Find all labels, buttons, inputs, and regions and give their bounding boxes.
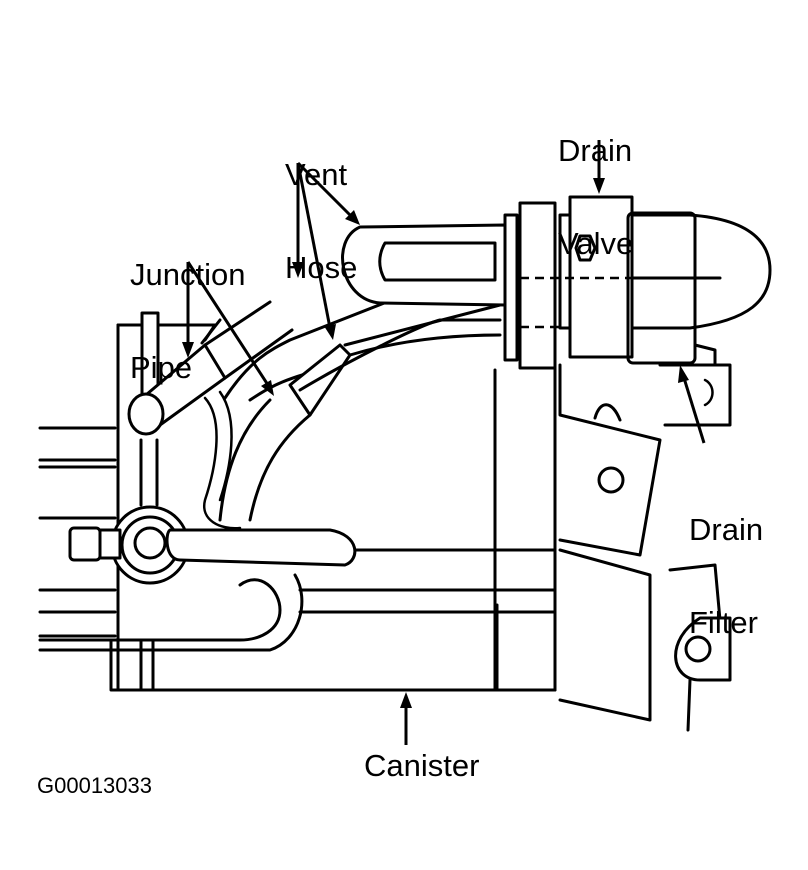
label-drain-filter-line1: Drain	[689, 512, 764, 547]
label-vent-hose-line1: Vent	[285, 157, 348, 192]
label-junction-pipe-line2: Pipe	[130, 350, 193, 385]
leader-drain-valve	[593, 140, 605, 194]
label-junction-pipe-line1: Junction	[130, 257, 246, 292]
label-canister: Canister	[364, 748, 480, 783]
arrowhead	[261, 380, 274, 396]
label-drain-filter-line2: Filter	[689, 605, 758, 640]
label-drain-filter: Drain Filter	[689, 452, 763, 669]
arrowhead	[678, 365, 689, 383]
canister-fitting	[38, 505, 357, 652]
leader-canister	[400, 692, 412, 745]
label-vent-hose-line2: Hose	[285, 250, 358, 285]
arrowhead	[400, 692, 412, 708]
leader-vent-hose	[292, 161, 360, 340]
figure-code: G00013033	[37, 773, 152, 798]
label-junction-pipe: Junction Pipe	[130, 197, 245, 414]
loop-hose	[341, 223, 507, 307]
arrowhead	[345, 210, 360, 225]
leader-junction-pipe	[182, 261, 274, 396]
arrowhead	[182, 342, 194, 358]
label-drain-valve: Drain Valve	[558, 73, 633, 290]
arrowhead	[292, 262, 304, 278]
mounting-bracket	[558, 343, 732, 732]
label-drain-valve-line1: Drain	[558, 133, 633, 168]
arrowhead	[324, 324, 336, 340]
junction-pipe	[127, 300, 294, 530]
vent-hose	[218, 283, 502, 522]
drain-valve	[503, 195, 772, 370]
label-drain-valve-line2: Valve	[558, 226, 634, 261]
label-vent-hose: Vent Hose	[285, 97, 357, 314]
arrowhead	[593, 178, 605, 194]
leader-drain-filter	[678, 365, 706, 444]
